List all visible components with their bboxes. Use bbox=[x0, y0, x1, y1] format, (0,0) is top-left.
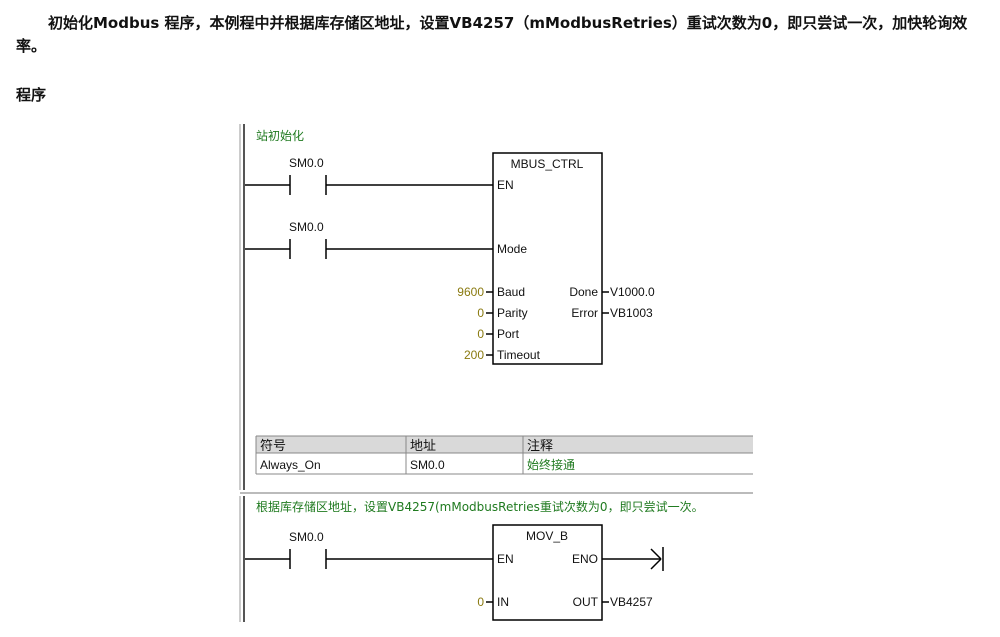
pin-timeout: Timeout bbox=[497, 348, 541, 362]
contact-1-label: SM0.0 bbox=[289, 156, 324, 170]
mbus-ctrl-block[interactable] bbox=[492, 152, 603, 365]
intro-paragraph: 初始化Modbus 程序，本例程中并根据库存储区地址，设置VB4257（mMod… bbox=[16, 14, 968, 55]
pin-mov-out: OUT bbox=[573, 595, 599, 609]
parity-value[interactable]: 0 bbox=[477, 306, 484, 320]
contact-3-label: SM0.0 bbox=[289, 530, 324, 544]
program-heading: 程序 bbox=[16, 86, 47, 104]
symbol-table: 符号 地址 注释 Always_On SM0.0 始终接通 bbox=[255, 435, 753, 475]
table-cell-address: SM0.0 bbox=[410, 458, 445, 472]
mov-b-block[interactable] bbox=[492, 524, 603, 621]
pin-port: Port bbox=[497, 327, 520, 341]
pin-mode: Mode bbox=[497, 242, 527, 256]
contact-2-label: SM0.0 bbox=[289, 220, 324, 234]
mov-in-value[interactable]: 0 bbox=[477, 595, 484, 609]
done-value[interactable]: V1000.0 bbox=[610, 285, 655, 299]
pin-baud: Baud bbox=[497, 285, 525, 299]
network-1[interactable]: 站初始化 SM0.0 SM0.0 MBUS_CTRL EN Mode Baud … bbox=[239, 124, 753, 490]
error-value[interactable]: VB1003 bbox=[610, 306, 653, 320]
baud-value[interactable]: 9600 bbox=[457, 285, 484, 299]
pin-mov-en: EN bbox=[497, 552, 514, 566]
pin-mov-eno: ENO bbox=[572, 552, 598, 566]
timeout-value[interactable]: 200 bbox=[464, 348, 484, 362]
rung-end-arrow-icon bbox=[650, 547, 664, 571]
mov-out-value[interactable]: VB4257 bbox=[610, 595, 653, 609]
pin-en: EN bbox=[497, 178, 514, 192]
mbus-ctrl-title: MBUS_CTRL bbox=[511, 157, 584, 171]
port-value[interactable]: 0 bbox=[477, 327, 484, 341]
table-header-address: 地址 bbox=[410, 439, 436, 454]
mov-b-title: MOV_B bbox=[526, 529, 568, 543]
pin-mov-in: IN bbox=[497, 595, 509, 609]
network-1-comment: 站初始化 bbox=[256, 129, 304, 143]
network-2[interactable]: 根据库存储区地址，设置VB4257(mModbusRetries重试次数为0，即… bbox=[239, 496, 704, 622]
network-2-comment: 根据库存储区地址，设置VB4257(mModbusRetries重试次数为0，即… bbox=[256, 499, 704, 514]
table-cell-symbol: Always_On bbox=[260, 458, 321, 472]
table-cell-comment: 始终接通 bbox=[527, 457, 575, 472]
table-header-symbol: 符号 bbox=[260, 438, 286, 454]
table-header-comment: 注释 bbox=[527, 439, 553, 454]
pin-parity: Parity bbox=[497, 306, 528, 320]
pin-done: Done bbox=[569, 285, 598, 299]
pin-error: Error bbox=[571, 306, 598, 320]
